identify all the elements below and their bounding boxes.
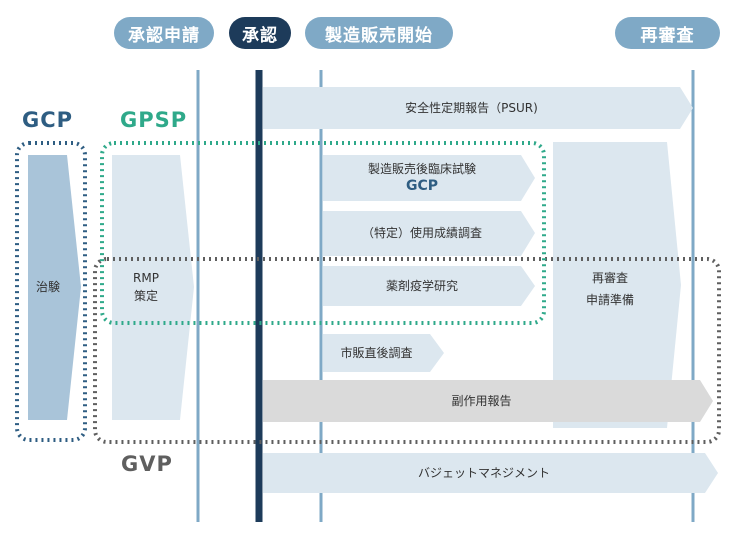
rmp-label-line2: 策定 — [133, 289, 158, 303]
milestone-reexamination: 再審査 — [615, 17, 720, 49]
psur-arrow — [263, 87, 693, 129]
gpsp-group-label: GPSP — [120, 108, 188, 132]
post-marketing-trial-text: 製造販売後臨床試験 — [367, 162, 476, 176]
milestone-launch: 製造販売開始 — [305, 17, 453, 49]
rmp-shape — [112, 155, 194, 420]
use-results-survey-label: （特定）使用成績調査 — [361, 226, 482, 240]
clinical-trial-shape — [28, 155, 81, 420]
gcp-group-label: GCP — [22, 108, 74, 132]
vigilance-mgmt-label: バジェットマネジメント — [417, 466, 550, 480]
adverse-reaction-label: 副作用報告 — [451, 394, 512, 408]
use-results-survey-shape — [323, 211, 535, 256]
clinical-trial-label: 治験 — [35, 280, 60, 294]
vigilance-mgmt-arrow — [263, 453, 718, 493]
early-post-marketing-shape — [323, 334, 444, 372]
reexam-prep-line1: 再審査 — [591, 271, 628, 285]
adverse-reaction-arrow — [263, 380, 713, 422]
reexam-prep-line2: 申請準備 — [585, 293, 634, 307]
reexam-prep-label: 再審査 申請準備 — [553, 267, 667, 311]
pharmacoepidemiology-shape — [323, 266, 535, 306]
gvp-group-label: GVP — [121, 452, 173, 476]
gcp-group-box — [15, 141, 87, 442]
pharmacoepidemiology-label: 薬剤疫学研究 — [385, 279, 458, 293]
gvp-group-box — [93, 257, 721, 444]
rmp-label: RMP 策定 — [112, 269, 180, 305]
post-marketing-trial-label: 製造販売後臨床試験 GCP — [323, 161, 521, 195]
post-marketing-trial-gcp: GCP — [405, 178, 439, 194]
milestone-approval: 承認 — [229, 17, 291, 49]
psur-label: 安全性定期報告（PSUR) — [405, 101, 538, 115]
milestone-application: 承認申請 — [114, 17, 214, 49]
early-post-marketing-label: 市販直後調査 — [340, 346, 413, 360]
post-marketing-trial-shape — [323, 155, 535, 201]
rmp-label-line1: RMP — [133, 271, 159, 285]
reexam-prep-shape — [553, 142, 681, 428]
